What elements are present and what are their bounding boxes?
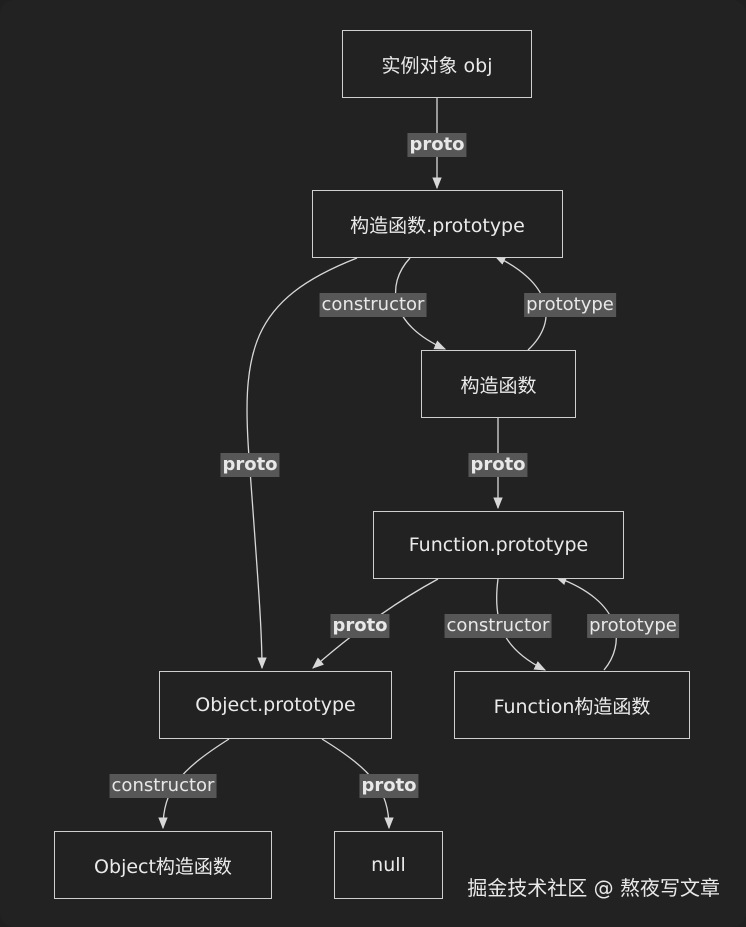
edge-label-objproto-constructor: constructor xyxy=(109,774,217,798)
node-object-ctor: Object构造函数 xyxy=(54,831,272,899)
edge-label-objproto-proto: proto xyxy=(359,774,419,798)
node-ctor-label: 构造函数 xyxy=(460,374,537,397)
node-ctor-prototype-label: 构造函数.prototype xyxy=(350,214,525,237)
node-instance-obj-label: 实例对象 obj xyxy=(381,54,493,77)
node-instance-obj: 实例对象 obj xyxy=(342,30,532,98)
watermark: 掘金技术社区 @ 熬夜写文章 xyxy=(467,876,720,900)
node-null: null xyxy=(334,831,443,899)
node-function-ctor: Function构造函数 xyxy=(454,671,690,739)
node-object-prototype-label: Object.prototype xyxy=(195,694,356,716)
edge-label-funcctor-prototype: prototype xyxy=(587,614,679,638)
edge-label-ctorproto-constructor: constructor xyxy=(319,293,427,317)
node-object-prototype: Object.prototype xyxy=(159,671,392,739)
node-function-prototype: Function.prototype xyxy=(373,511,624,579)
edge-label-ctor-proto: proto xyxy=(468,453,528,477)
edge-label-obj-proto: proto xyxy=(407,133,467,157)
node-ctor-prototype: 构造函数.prototype xyxy=(312,190,563,258)
edge-label-funcproto-proto: proto xyxy=(330,614,390,638)
node-object-ctor-label: Object构造函数 xyxy=(94,855,232,878)
node-null-label: null xyxy=(371,854,406,876)
node-function-ctor-label: Function构造函数 xyxy=(493,695,651,718)
edge-label-ctor-prototype: prototype xyxy=(524,293,616,317)
edge-label-funcproto-constructor: constructor xyxy=(444,614,552,638)
node-function-prototype-label: Function.prototype xyxy=(408,534,589,556)
node-ctor: 构造函数 xyxy=(421,350,576,418)
edge-label-ctorproto-proto: proto xyxy=(220,453,280,477)
